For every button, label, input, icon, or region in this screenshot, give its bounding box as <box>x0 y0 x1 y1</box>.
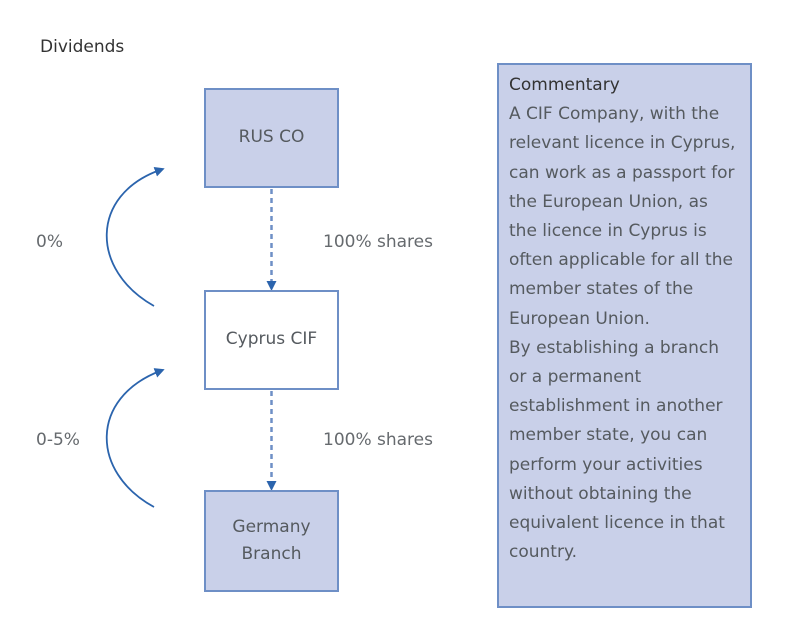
commentary-paragraph: By establishing a branch or a permanent … <box>509 337 725 563</box>
node-rus-co: RUS CO <box>204 88 339 188</box>
node-cyprus-cif: Cyprus CIF <box>204 290 339 390</box>
node-label: RUS CO <box>238 127 305 148</box>
ownership-label: 100% shares <box>323 430 433 450</box>
diagram-title: Dividends <box>40 37 125 57</box>
ownership-label: 100% shares <box>323 232 433 252</box>
node-germany-branch: Germany Branch <box>204 490 339 592</box>
dividend-rate-label: 0-5% <box>36 430 80 450</box>
dividend-rate-label: 0% <box>36 232 63 252</box>
dividend-arrow-germany-to-cyprus <box>105 368 165 508</box>
commentary-paragraph: A CIF Company, with the relevant licence… <box>509 104 736 329</box>
commentary-title: Commentary <box>509 75 620 95</box>
node-label: Germany Branch <box>232 516 311 564</box>
dividend-arrow-cyprus-to-rus <box>105 166 165 307</box>
commentary-box: Commentary A CIF Company, with the relev… <box>497 63 752 608</box>
node-label: Cyprus CIF <box>225 329 318 350</box>
